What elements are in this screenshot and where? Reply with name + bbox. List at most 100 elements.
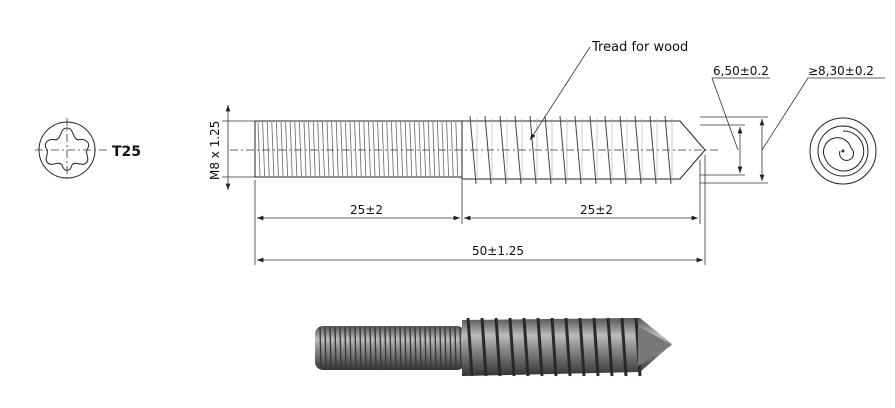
- thread-line: [494, 317, 502, 377]
- total-length: 50±1.25: [472, 244, 524, 258]
- thread-line: [354, 326, 357, 370]
- thread-line: [354, 121, 357, 177]
- thread-line: [359, 326, 362, 370]
- thread-line: [544, 115, 552, 185]
- thread-line: [381, 121, 385, 177]
- thread-size-label: M8 x 1.25: [208, 121, 222, 180]
- thread-line: [363, 121, 367, 177]
- thread-line: [364, 326, 367, 370]
- thread-line: [427, 121, 431, 177]
- thread-line: [358, 121, 362, 177]
- thread-line: [449, 326, 452, 370]
- thread-line: [326, 121, 330, 177]
- drive-size-label: T25: [112, 144, 141, 160]
- thread-line: [409, 121, 413, 177]
- torx-drive-view: T25: [35, 118, 141, 182]
- thread-line: [257, 121, 261, 177]
- thread-line: [424, 326, 427, 370]
- thread-line: [322, 121, 325, 177]
- thread-line: [334, 326, 337, 370]
- thread-line: [409, 326, 412, 370]
- thread-line: [432, 121, 436, 177]
- thread-line: [369, 326, 372, 370]
- thread-line: [386, 121, 390, 177]
- thread-line: [606, 317, 614, 377]
- thread-line: [414, 121, 417, 177]
- thread-line: [379, 326, 382, 370]
- thread-line: [317, 121, 321, 177]
- thread-line: [389, 326, 392, 370]
- thread-line: [459, 326, 462, 370]
- thread-line: [349, 326, 352, 370]
- thread-line: [331, 121, 334, 177]
- thread-line: [446, 121, 449, 177]
- thread-line: [299, 121, 302, 177]
- thread-line: [395, 121, 399, 177]
- thread-line: [400, 121, 403, 177]
- thread-line: [450, 121, 454, 177]
- callouts: Tread for wood 6,50±0.2 ≥8,30±0.2: [529, 40, 885, 184]
- thread-line: [418, 121, 422, 177]
- thread-line: [444, 326, 447, 370]
- thread-line: [604, 115, 612, 185]
- thread-line: [550, 317, 558, 377]
- thread-line: [339, 326, 342, 370]
- outer-diameter-callout: ≥8,30±0.2: [808, 64, 874, 78]
- length-dimensions: 25±2 25±2 50±1.25: [254, 155, 706, 265]
- thread-line: [391, 121, 394, 177]
- thread-line: [508, 317, 516, 377]
- wood-thread-length: 25±2: [580, 203, 613, 217]
- wood-thread-callout: Tread for wood: [591, 40, 688, 55]
- thread-line: [466, 317, 474, 377]
- thread-line: [294, 121, 298, 177]
- thread-line: [312, 121, 316, 177]
- thread-line: [285, 121, 288, 177]
- thread-line: [399, 326, 402, 370]
- thread-line: [384, 326, 387, 370]
- inner-diameter-callout: 6,50±0.2: [713, 64, 769, 78]
- thread-line: [276, 121, 279, 177]
- thread-line: [266, 121, 270, 177]
- thread-line: [441, 121, 445, 177]
- thread-line: [434, 326, 437, 370]
- thread-line: [564, 317, 572, 377]
- thread-line: [578, 317, 586, 377]
- machine-thread-length: 25±2: [350, 203, 383, 217]
- thread-line: [280, 121, 284, 177]
- thread-line: [372, 121, 376, 177]
- thread-line: [340, 121, 344, 177]
- thread-diameter-dimension: M8 x 1.25: [208, 105, 255, 190]
- thread-line: [419, 326, 422, 370]
- thread-line: [404, 326, 407, 370]
- thread-line: [271, 121, 275, 177]
- thread-line: [308, 121, 311, 177]
- screw-render-image: [315, 317, 672, 377]
- thread-line: [262, 121, 265, 177]
- thread-line: [437, 121, 440, 177]
- thread-line: [529, 115, 537, 185]
- thread-line: [592, 317, 600, 377]
- thread-line: [455, 121, 459, 177]
- thread-line: [303, 121, 307, 177]
- thread-line: [619, 115, 627, 185]
- screw-side-view: [230, 115, 720, 185]
- thread-line: [454, 326, 457, 370]
- thread-line: [620, 317, 628, 377]
- thread-line: [374, 326, 377, 370]
- thread-line: [349, 121, 353, 177]
- thread-line: [324, 326, 327, 370]
- thread-line: [429, 326, 432, 370]
- thread-line: [329, 326, 332, 370]
- thread-line: [480, 317, 488, 377]
- thread-line: [536, 317, 544, 377]
- thread-line: [345, 121, 348, 177]
- thread-line: [344, 326, 347, 370]
- thread-line: [289, 121, 293, 177]
- thread-line: [368, 121, 371, 177]
- thread-line: [522, 317, 530, 377]
- thread-line: [377, 121, 380, 177]
- thread-line: [404, 121, 408, 177]
- thread-line: [335, 121, 339, 177]
- thread-line: [414, 326, 417, 370]
